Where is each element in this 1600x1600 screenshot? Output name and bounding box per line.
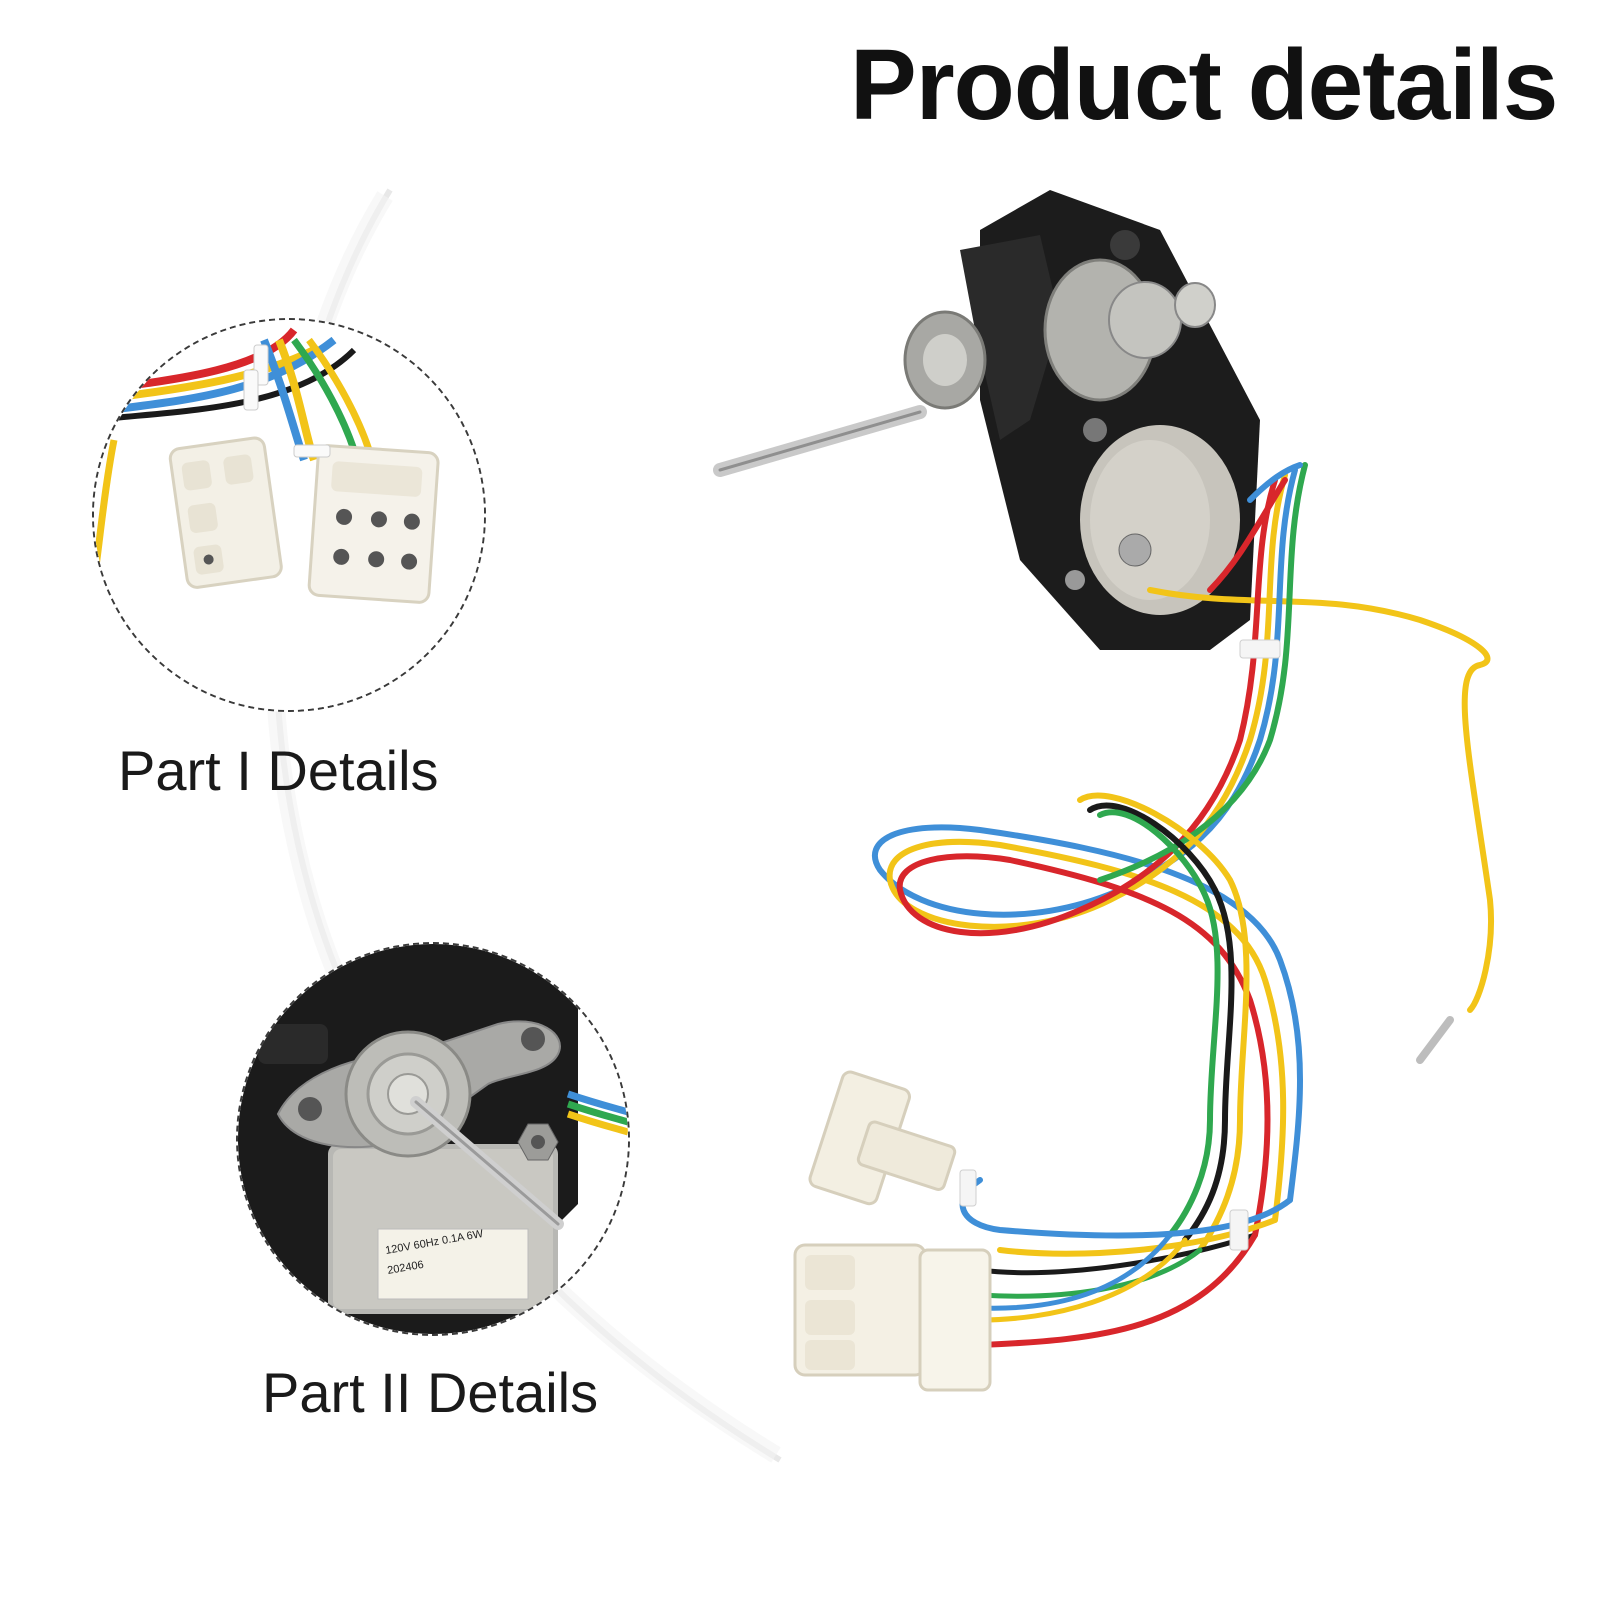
part-two-detail-circle: 120V 60Hz 0.1A 6W 202406 <box>236 942 630 1336</box>
cable-tie <box>959 1169 977 1207</box>
lower-connector <box>793 1243 992 1392</box>
page-title: Product details <box>850 29 1558 141</box>
wire-harness <box>871 462 1494 1348</box>
motor-closeup-image: 120V 60Hz 0.1A 6W 202406 <box>238 944 628 1334</box>
motor-spec-label: 120V 60Hz 0.1A 6W 202406 <box>377 1228 529 1300</box>
motor-body <box>713 190 1260 650</box>
part-two-caption: Part II Details <box>262 1361 599 1424</box>
cable-tie <box>1239 639 1281 659</box>
upper-connector <box>808 1070 957 1206</box>
cable-tie <box>1229 1209 1249 1251</box>
part-one-caption: Part I Details <box>118 739 439 802</box>
